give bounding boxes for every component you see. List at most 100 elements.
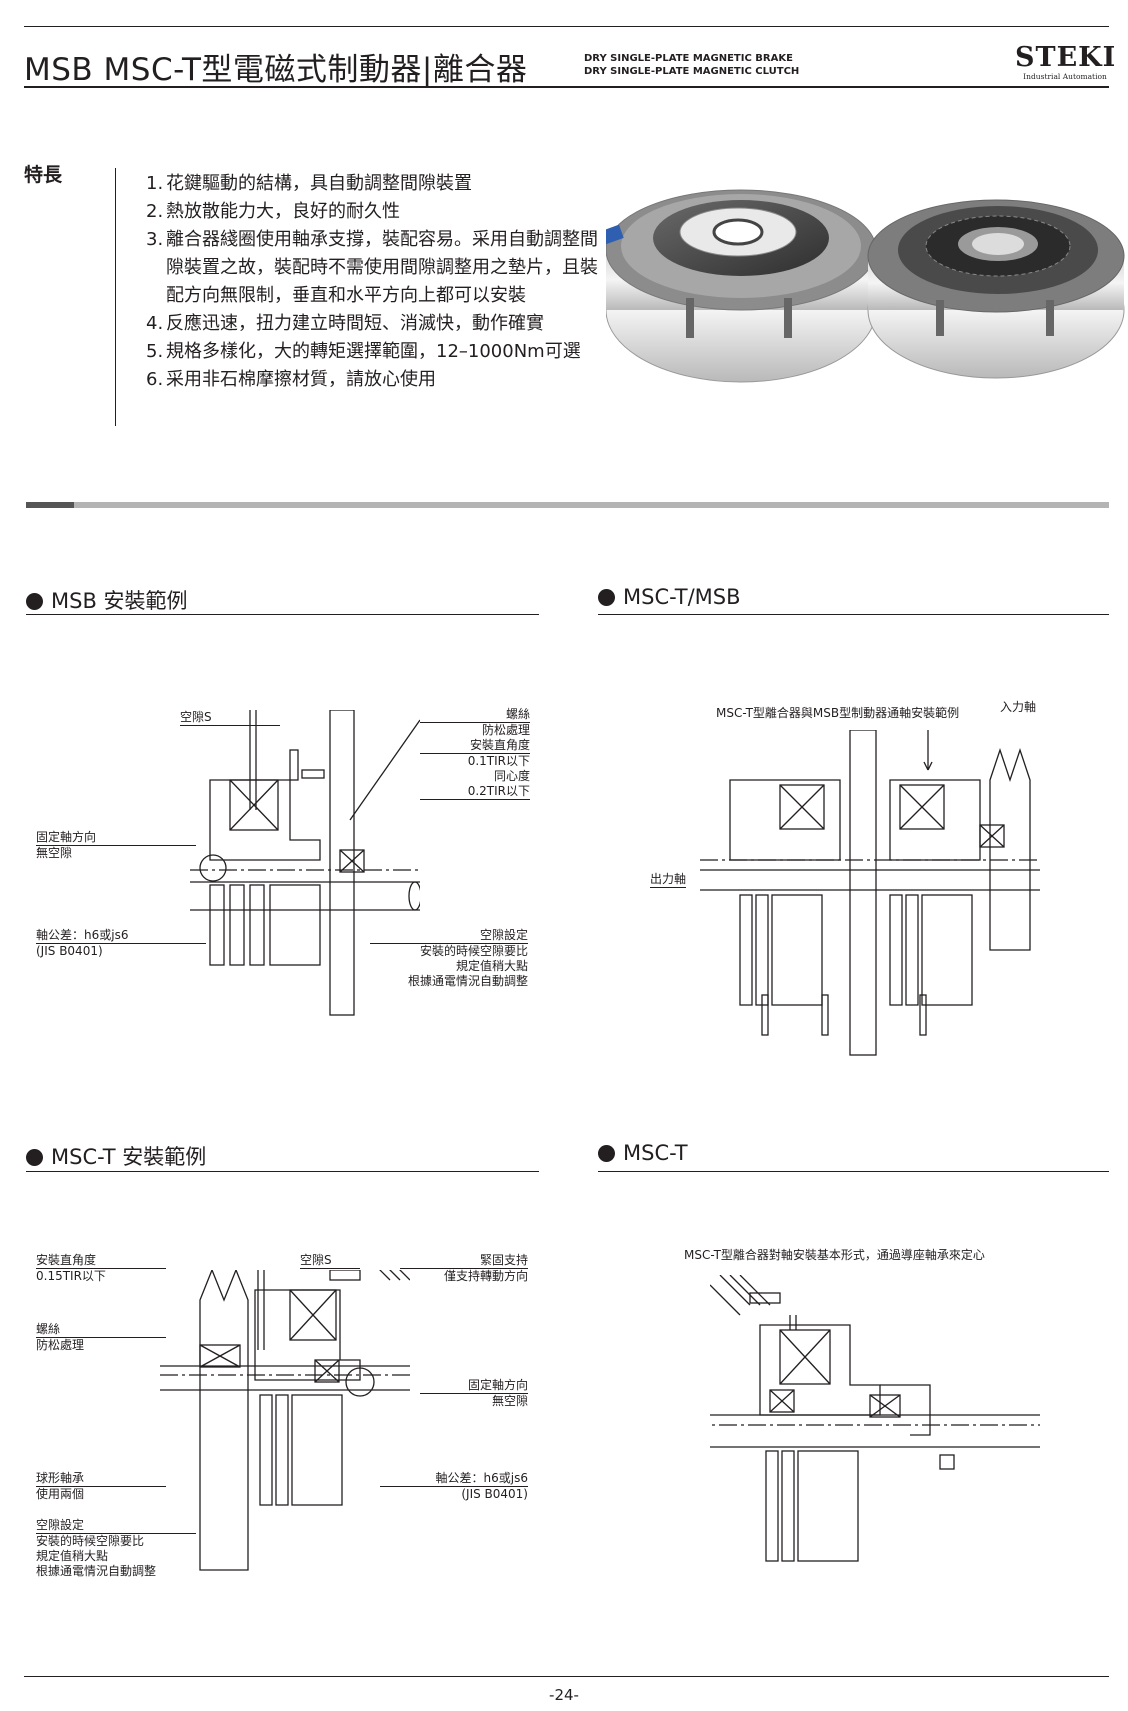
msb-screw-label: 螺絲 防松處理 安裝直角度 0.1TIR以下 同心度 0.2TIR以下	[420, 707, 530, 800]
msct-gapset-label: 空隙設定 安裝的時候空隙要比 規定值稍大點 根據通電情況自動調整	[36, 1518, 196, 1579]
label-line: 同心度	[493, 769, 530, 783]
msb-gapset-label: 空隙設定 安裝的時候空隙要比 規定值稍大點 根據通電情況自動調整	[370, 928, 528, 989]
label-line: 規定值稍大點	[455, 959, 528, 973]
msb-install-drawing	[190, 710, 420, 1016]
header-bottom-rule	[24, 86, 1109, 88]
page-title: MSB MSC-T型電磁式制動器|離合器	[24, 52, 528, 88]
label-line: 無空隙	[36, 846, 73, 860]
feature-num: 6.	[146, 369, 164, 390]
section-rule	[26, 1171, 539, 1172]
label-line: 無空隙	[491, 1394, 528, 1408]
feature-text: 規格多樣化，大的轉矩選擇範圍，12–1000Nm可選	[166, 341, 581, 362]
msct-support-label: 緊固支持 僅支持轉動方向	[400, 1253, 528, 1284]
label-line: 安裝的時候空隙要比	[419, 944, 528, 958]
feature-text: 熱放散能力大，良好的耐久性	[166, 201, 400, 222]
label-line: 空隙設定	[36, 1518, 196, 1534]
section-divider-accent	[26, 502, 74, 508]
msct-msb-caption: MSC-T型離合器與MSB型制動器通軸安裝範例	[716, 706, 960, 720]
label-line: (JIS B0401)	[36, 944, 103, 958]
logo-mark: STEKI	[1015, 42, 1117, 73]
label-line: (JIS B0401)	[461, 1487, 528, 1501]
label-line: 僅支持轉動方向	[443, 1269, 528, 1283]
label-line: 安裝直角度	[36, 1253, 166, 1269]
label-line: 空隙設定	[370, 928, 528, 944]
header-top-rule	[24, 26, 1109, 27]
feature-item: 5.規格多樣化，大的轉矩選擇範圍，12–1000Nm可選	[146, 338, 598, 366]
label-line: 0.1TIR以下	[467, 754, 530, 768]
label-line: 根據通電情況自動調整	[36, 1564, 157, 1578]
msb-gap-label: 空隙S	[180, 710, 280, 726]
footer-rule	[24, 1676, 1109, 1677]
feature-item: 4.反應迅速，扭力建立時間短、消滅快，動作確實	[146, 310, 598, 338]
msct-bearing-label: 球形軸承 使用兩個	[36, 1471, 166, 1502]
product-photo	[606, 189, 1125, 383]
label-line: 固定軸方向	[420, 1378, 528, 1394]
feature-num: 2.	[146, 201, 164, 222]
section-title-msct-msb: MSC-T/MSB	[598, 585, 741, 609]
label-line: 防松處理	[481, 723, 530, 737]
msct-caption: MSC-T型離合器對軸安裝基本形式，通過導座軸承來定心	[684, 1248, 985, 1262]
label-line: 螺絲	[420, 707, 530, 723]
features-list: 1.花鍵驅動的結構，具自動調整間隙裝置 2.熱放散能力大，良好的耐久性 3.離合…	[146, 170, 598, 394]
features-heading: 特長	[24, 164, 63, 186]
feature-text: 離合器綫圈使用軸承支撐，裝配容易。采用自動調整間隙裝置之故，裝配時不需使用間隙調…	[166, 229, 598, 306]
msct-install-drawing	[160, 1270, 410, 1571]
section-rule	[26, 614, 539, 615]
section-rule	[598, 614, 1109, 615]
msct-fixed-label: 固定軸方向 無空隙	[420, 1378, 528, 1409]
page-number: -24-	[549, 1686, 579, 1704]
msct-perp-label: 安裝直角度 0.15TIR以下	[36, 1253, 166, 1284]
section-divider-bar	[26, 502, 1109, 508]
label-line: 0.15TIR以下	[36, 1269, 106, 1283]
feature-text: 采用非石棉摩擦材質，請放心使用	[166, 369, 436, 390]
bullet-icon	[26, 593, 43, 610]
section-title-msct: MSC-T	[598, 1141, 688, 1165]
feature-text: 花鍵驅動的結構，具自動調整間隙裝置	[166, 173, 472, 194]
section-title-msct-install: MSC-T 安裝範例	[26, 1141, 206, 1171]
feature-num: 3.	[146, 229, 164, 250]
label-line: 軸公差：h6或js6	[380, 1471, 528, 1487]
label-line: 球形軸承	[36, 1471, 166, 1487]
section-title-text: MSC-T/MSB	[623, 585, 741, 609]
bullet-icon	[598, 589, 615, 606]
feature-item: 2.熱放散能力大，良好的耐久性	[146, 198, 598, 226]
feature-num: 4.	[146, 313, 164, 334]
label-line: 安裝的時候空隙要比	[36, 1534, 145, 1548]
msct-tolerance-label: 軸公差：h6或js6 (JIS B0401)	[380, 1471, 528, 1502]
section-title-msb-install: MSB 安裝範例	[26, 585, 188, 615]
feature-text: 反應迅速，扭力建立時間短、消滅快，動作確實	[166, 313, 544, 334]
section-title-text: MSC-T	[623, 1141, 688, 1165]
label-line: 軸公差：h6或js6	[36, 928, 206, 944]
label-line: 固定軸方向	[36, 830, 196, 846]
section-rule	[598, 1171, 1109, 1172]
subtitle-line-2: DRY SINGLE-PLATE MAGNETIC CLUTCH	[584, 66, 800, 77]
features-divider	[115, 168, 116, 426]
feature-item: 1.花鍵驅動的結構，具自動調整間隙裝置	[146, 170, 598, 198]
msct-msb-drawing	[700, 730, 1040, 1056]
output-shaft-label: 出力軸	[650, 872, 687, 888]
section-title-text: MSB 安裝範例	[51, 589, 188, 613]
subtitle-line-1: DRY SINGLE-PLATE MAGNETIC BRAKE	[584, 53, 793, 64]
logo-subtitle: Industrial Automation	[1023, 72, 1107, 81]
msct-screw-label: 螺絲 防松處理	[36, 1322, 166, 1353]
label-line: 規定值稍大點	[36, 1549, 109, 1563]
msct-drawing	[710, 1275, 1040, 1562]
msb-tolerance-label: 軸公差：h6或js6 (JIS B0401)	[36, 928, 206, 959]
feature-num: 1.	[146, 173, 164, 194]
label-line: 螺絲	[36, 1322, 166, 1338]
label-line: 0.2TIR以下	[420, 784, 530, 800]
msct-gap-label: 空隙S	[300, 1253, 360, 1269]
feature-item: 3.離合器綫圈使用軸承支撐，裝配容易。采用自動調整間隙裝置之故，裝配時不需使用間…	[146, 226, 598, 310]
steki-logo: STEKI Industrial Automation	[1015, 42, 1117, 82]
section-title-text: MSC-T 安裝範例	[51, 1145, 207, 1169]
label-line: 緊固支持	[400, 1253, 528, 1269]
feature-num: 5.	[146, 341, 164, 362]
input-shaft-label: 入力軸	[1000, 700, 1037, 714]
label-line: 防松處理	[36, 1338, 85, 1352]
page-subtitle: DRY SINGLE-PLATE MAGNETIC BRAKE DRY SING…	[584, 52, 799, 78]
label-line: 使用兩個	[36, 1487, 85, 1501]
label-line: 根據通電情況自動調整	[407, 974, 528, 988]
bullet-icon	[598, 1145, 615, 1162]
msb-fixed-label: 固定軸方向 無空隙	[36, 830, 196, 861]
label-line: 安裝直角度	[420, 738, 530, 754]
